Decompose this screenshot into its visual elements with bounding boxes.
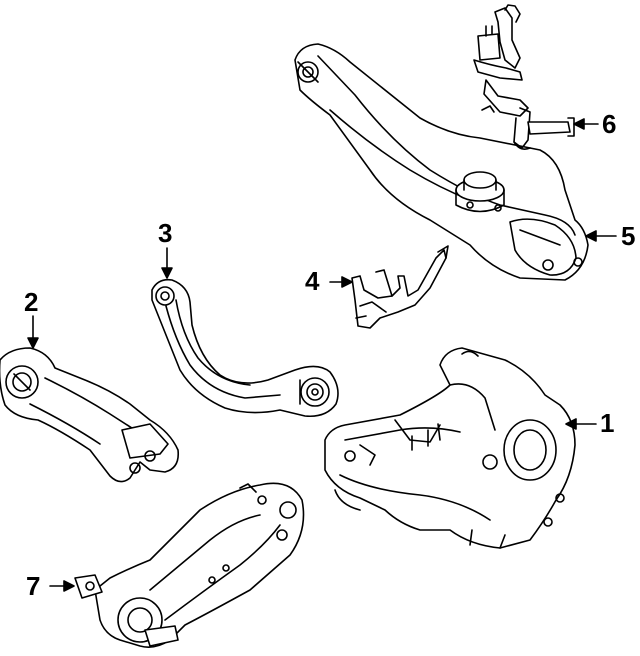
arrowhead-4 bbox=[341, 276, 353, 288]
part-7-trailing-arm bbox=[74, 482, 305, 648]
callout-1: 1 bbox=[600, 408, 615, 438]
callout-4: 4 bbox=[305, 266, 320, 296]
arrowhead-1 bbox=[565, 418, 577, 430]
part-3-upper-arm bbox=[151, 278, 339, 418]
arrowhead-3 bbox=[161, 267, 173, 279]
arrowhead-5 bbox=[585, 230, 597, 242]
callout-2: 2 bbox=[24, 287, 39, 317]
callout-7: 7 bbox=[26, 571, 41, 601]
callout-6: 6 bbox=[602, 109, 617, 139]
part-6-height-sensor bbox=[473, 4, 575, 150]
part-1-knuckle bbox=[324, 347, 576, 549]
part-2-trailing-link bbox=[0, 347, 180, 483]
arrowhead-6 bbox=[573, 118, 585, 130]
callout-5: 5 bbox=[621, 221, 636, 251]
leader-arrows bbox=[27, 118, 617, 592]
arrowhead-7 bbox=[63, 580, 75, 592]
arrowhead-2 bbox=[27, 337, 39, 349]
callout-3: 3 bbox=[158, 218, 173, 248]
part-4-bracket bbox=[351, 245, 449, 329]
part-5-lower-control-arm bbox=[294, 43, 589, 281]
